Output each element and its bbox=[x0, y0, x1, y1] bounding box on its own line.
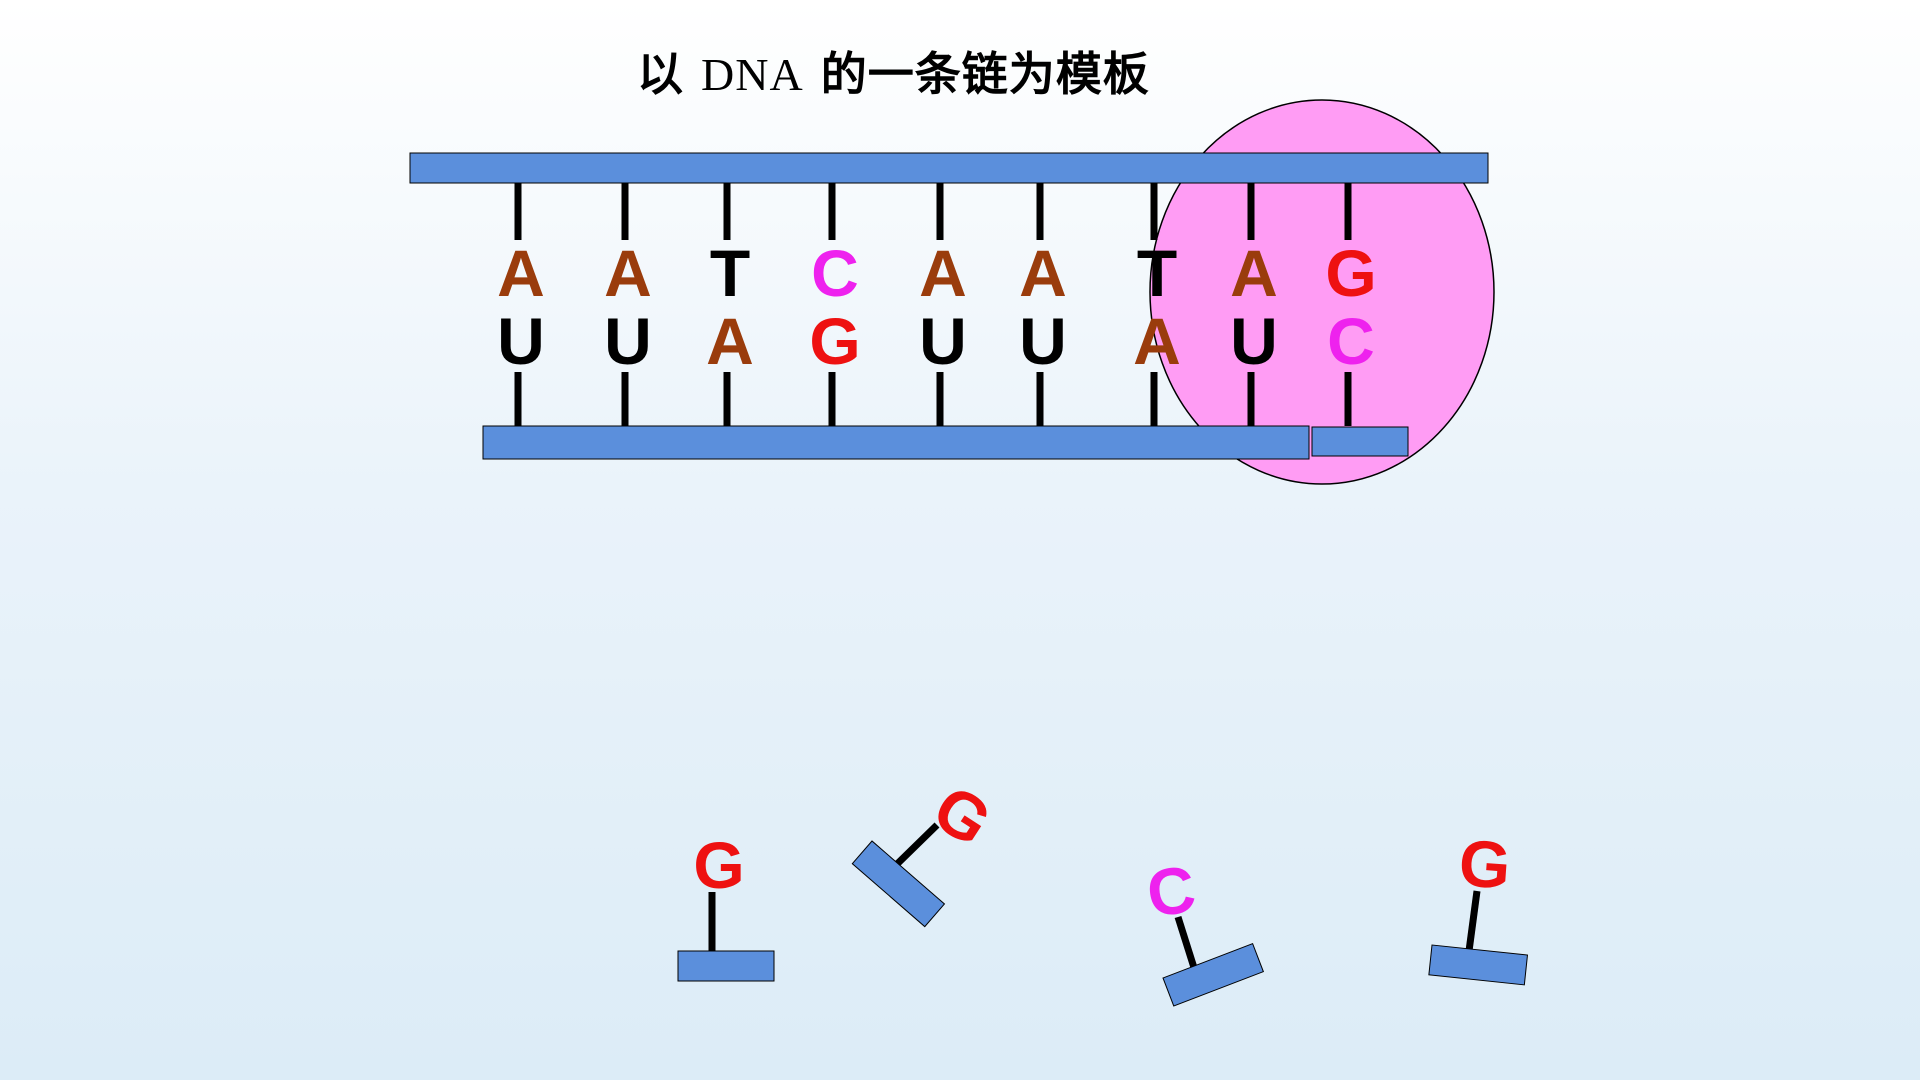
rna-base: U bbox=[1019, 304, 1067, 378]
rna-base: A bbox=[706, 304, 754, 378]
template-base: G bbox=[1325, 236, 1376, 310]
free-bond bbox=[890, 822, 940, 871]
dna-backbone-top bbox=[409, 152, 1489, 184]
rna-polymerase bbox=[1149, 99, 1495, 485]
page-title: 以 DNA 的一条链为模板 bbox=[637, 38, 1150, 104]
template-base: A bbox=[604, 236, 652, 310]
free-nucleotide: G bbox=[677, 828, 775, 982]
template-base: T bbox=[1137, 236, 1177, 310]
rna-base: U bbox=[604, 304, 652, 378]
free-bond bbox=[1174, 915, 1200, 976]
free-nucleotide: G bbox=[1428, 825, 1529, 986]
rna-backbone-main bbox=[482, 425, 1310, 460]
free-base: G bbox=[1457, 825, 1513, 902]
free-backbone bbox=[1428, 944, 1529, 986]
free-backbone bbox=[677, 950, 775, 982]
rna-base: U bbox=[1230, 304, 1278, 378]
free-nucleotide: G bbox=[851, 770, 1004, 928]
free-backbone bbox=[1162, 942, 1265, 1007]
free-base: C bbox=[1142, 851, 1200, 931]
title-dna: DNA bbox=[701, 49, 804, 100]
title-prefix: 以 bbox=[637, 47, 684, 101]
template-base: A bbox=[919, 236, 967, 310]
template-base: A bbox=[1019, 236, 1067, 310]
rna-base: U bbox=[497, 304, 545, 378]
rna-base: G bbox=[809, 304, 860, 378]
free-base: G bbox=[921, 770, 1004, 860]
title-suffix: 的一条链为模板 bbox=[820, 47, 1150, 101]
template-base: C bbox=[811, 236, 859, 310]
rna-base: U bbox=[919, 304, 967, 378]
template-base: A bbox=[1230, 236, 1278, 310]
free-nucleotide: C bbox=[1142, 851, 1265, 1007]
free-base: G bbox=[693, 828, 744, 902]
template-base: A bbox=[497, 236, 545, 310]
free-backbone bbox=[851, 840, 946, 928]
template-base: T bbox=[710, 236, 750, 310]
rna-backbone-new-segment bbox=[1311, 426, 1409, 457]
free-bond bbox=[1465, 890, 1481, 952]
rna-base: A bbox=[1133, 304, 1181, 378]
rna-base: C bbox=[1327, 304, 1375, 378]
